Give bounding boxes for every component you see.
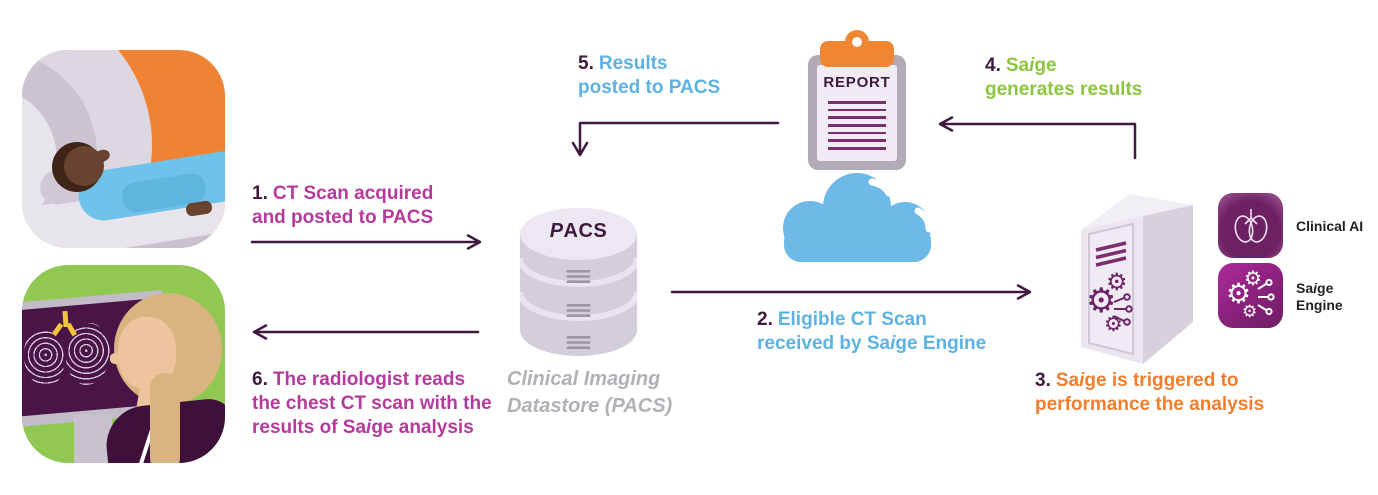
monitor-stand: [74, 415, 112, 463]
pacs-cylinder-label: PACS: [549, 220, 608, 242]
saige-engine-app-icon: ⚙ ⚙ ⚙: [1218, 263, 1283, 328]
radiologist-nose: [110, 353, 124, 364]
step-3-number: 3.: [1035, 370, 1051, 391]
step-5-number: 5.: [578, 53, 594, 74]
radiologist-braid: [150, 373, 180, 463]
step-4-number: 4.: [985, 55, 1001, 76]
step-1-label: 1.CT Scan acquired and posted to PACS: [252, 183, 434, 228]
pacs-database-icon: [520, 208, 637, 356]
circuit-icon: [1257, 278, 1275, 316]
arrow-step6-pacs-to-radiologist: [252, 324, 480, 340]
ct-scan-illustration: [22, 50, 225, 248]
step-1-number: 1.: [252, 183, 268, 204]
step-4-label: 4.Saige generates results: [985, 55, 1143, 100]
gear-icon: ⚙: [1086, 281, 1117, 321]
gear-icon: ⚙: [1242, 302, 1258, 322]
gear-icon: ⚙: [1104, 312, 1123, 336]
step-2-number: 2.: [757, 309, 773, 330]
arrow-step2-pacs-to-server: [670, 284, 1032, 300]
clipboard-paper: [817, 65, 897, 161]
pacs-caption: Clinical Imaging Datastore (PACS): [507, 368, 673, 417]
report-text-lines: [828, 101, 886, 155]
radiologist-illustration: [22, 265, 225, 463]
saige-server-icon: [1081, 194, 1193, 364]
clinical-ai-app-icon: [1218, 193, 1283, 258]
arrow-step4-server-to-report: [938, 116, 1137, 160]
gear-icon: ⚙: [1226, 277, 1252, 310]
gear-icon: ⚙: [1244, 266, 1262, 290]
report-title: REPORT: [823, 74, 891, 91]
gear-icon: ⚙: [1106, 268, 1128, 296]
clinical-ai-label: Clinical AI: [1296, 218, 1364, 234]
clipboard-ring-hole: [852, 37, 862, 47]
step-6-number: 6.: [252, 369, 268, 390]
arrow-step1-ct-to-pacs: [250, 234, 482, 250]
step-3-label: 3.Saige is triggered to performance the …: [1035, 370, 1265, 415]
step-2-label: 2.Eligible CT Scan received by Saige Eng…: [757, 309, 987, 354]
arrow-step5-report-to-pacs: [571, 121, 780, 157]
step-5-label: 5.Results posted to PACS: [578, 53, 721, 98]
saige-engine-label: Saige Engine: [1296, 280, 1343, 313]
lungs-icon: [1234, 209, 1268, 243]
report-clipboard-icon: REPORT: [808, 30, 906, 172]
cloud-icon: [783, 173, 933, 262]
step-6-label: 6.The radiologist reads the chest CT sca…: [252, 369, 492, 438]
